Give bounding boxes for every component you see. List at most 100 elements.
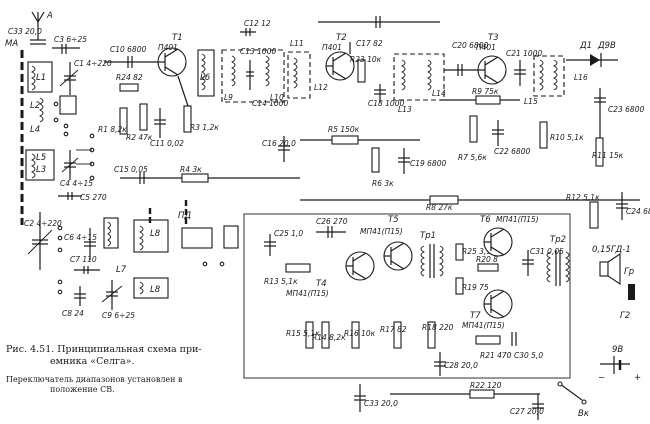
c26-label: C26 270 <box>316 217 348 226</box>
t7-type: МП41(П15) <box>462 321 505 330</box>
transistor-t1: T1 П401 <box>157 33 187 77</box>
resistor-r5: R5 150к <box>300 125 420 145</box>
l8b-label: L8 <box>150 285 161 295</box>
contacts-lower-left <box>57 225 63 295</box>
c16-label: C16 20,0 <box>262 139 296 148</box>
c22-label: C22 6800 <box>494 147 530 156</box>
antenna: А <box>31 11 53 40</box>
l6-label: L6 <box>200 73 211 83</box>
l9-label: L9 <box>224 93 233 102</box>
c2-label: C2 4÷220 <box>24 219 62 228</box>
transistor-t6: T6 МП41(П15) <box>480 215 539 257</box>
capacitor-c19: C19 6800 <box>398 148 446 174</box>
figure-caption: Рис. 4.51. Принципиальная схема при- емн… <box>6 344 202 394</box>
capacitor-c8: C8 24 <box>62 286 86 318</box>
resistors-r25-r20-r19: R25 3,9к R20 8 R19 75 <box>455 243 499 295</box>
diode-d1: Д1 Д9В <box>566 41 618 67</box>
resistors-r15-r14-r16: R15 5,1к R14 8,2к R16 10к <box>286 321 376 349</box>
capacitor-c25: C25 1,0 <box>264 229 303 256</box>
c21-label: C21 1000 <box>506 49 542 58</box>
capacitor-c28: C28 20,0 <box>434 352 478 376</box>
capacitor-c24: C24 6800 <box>616 192 650 220</box>
t6-type: МП41(П15) <box>496 215 539 224</box>
l7-label: L7 <box>116 265 127 275</box>
r13-label: R13 5,1к <box>264 277 298 286</box>
capacitor-c7: C7 110 <box>70 255 100 274</box>
resistor-r22: R22 120 <box>390 381 540 399</box>
c12-label: C12 12 <box>244 19 271 28</box>
resistor-r23: R23 10к <box>350 55 382 83</box>
battery-minus: − <box>598 373 605 383</box>
c10-label: C10 6800 <box>110 45 146 54</box>
resistor-r18: R18 220 <box>422 321 454 349</box>
c32-label: C33 20,0 <box>8 27 42 36</box>
resistor-r4: R4 3к <box>120 165 300 183</box>
t5-ref: T5 <box>388 215 399 225</box>
d1-ref: Д1 <box>579 41 592 51</box>
coil-l11-l12: L12 L11 <box>287 39 328 99</box>
r16-label: R16 10к <box>344 329 376 338</box>
battery-plus: + <box>634 373 641 383</box>
c3-label: C3 6÷25 <box>54 35 87 44</box>
transistor-t2: T2 П401 <box>322 33 355 81</box>
capacitor-c31: C31 0,05 <box>522 247 564 276</box>
t5-type: МП41(П15) <box>360 227 403 236</box>
capacitor-c3: C3 6÷25 <box>52 35 87 54</box>
r1-label: R1 8,2к <box>98 125 127 134</box>
r23-label: R23 10к <box>350 55 382 64</box>
r5-label: R5 150к <box>328 125 360 134</box>
r8-label: R8 27к <box>426 203 453 212</box>
capacitor-c17: C17 82 <box>349 39 383 54</box>
capacitor-c20: C20 6800 <box>444 41 488 76</box>
speaker-ref: Гр <box>624 267 634 277</box>
r19-label: R19 75 <box>462 283 489 292</box>
r4-label: R4 3к <box>180 165 202 174</box>
l3-label: L3 <box>36 165 46 175</box>
c7-label: C7 110 <box>70 255 97 264</box>
caption-line-1: Рис. 4.51. Принципиальная схема при- <box>6 344 202 355</box>
transistor-t7: T7 МП41(П15) <box>462 289 513 330</box>
capacitor-c33: C33 20,0 <box>354 384 398 412</box>
l1-label: L1 <box>36 73 46 83</box>
capacitor-c9: C9 6÷25 <box>101 280 135 320</box>
coil-l2-l4: L2 L4 <box>30 95 77 137</box>
c33-label: C33 20,0 <box>364 399 398 408</box>
transformer-tr2: Тр2 <box>546 235 570 286</box>
capacitor-c4: C4 4÷15 <box>60 150 93 188</box>
r12-label: R12 5,1к <box>566 193 600 202</box>
capacitor-c1: C1 4÷220 <box>59 59 112 95</box>
c25-label: C25 1,0 <box>274 229 303 238</box>
t7-ref: T7 <box>470 311 481 321</box>
capacitor-c26: C26 270 <box>316 217 348 238</box>
magnetic-antenna: МА <box>5 39 24 225</box>
t1-type: П401 <box>158 43 178 52</box>
power-switch-label: Вк <box>578 409 590 419</box>
t3-type: П401 <box>476 43 496 52</box>
coil-l15-l16: L15 L16 <box>524 55 588 106</box>
r24-label: R24 82 <box>116 73 143 82</box>
transistor-t4: T4 МП41(П15) <box>286 251 375 298</box>
r2-label: R2 47к <box>126 133 153 142</box>
coil-l3-l5: L3 L5 <box>25 149 55 181</box>
l12-label: L12 <box>314 83 328 92</box>
c20-label: C20 6800 <box>452 41 488 50</box>
capacitor-c15: C15 0,05 <box>114 165 148 184</box>
capacitor-c2: C2 4÷220 <box>24 212 62 270</box>
caption-line-2: емника «Селга». <box>50 356 135 367</box>
c1-label: C1 4÷220 <box>74 59 112 68</box>
t4-ref: T4 <box>316 279 327 289</box>
coil-l7: L7 <box>103 217 127 275</box>
c14-label: C14 1000 <box>252 99 288 108</box>
c13-label: C13 1000 <box>240 47 276 56</box>
r10-label: R10 5,1к <box>550 133 584 142</box>
transistor-t5: T5 МП41(П15) <box>360 215 413 271</box>
c28-label: C28 20,0 <box>444 361 478 370</box>
r22-label: R22 120 <box>470 381 502 390</box>
band-switch-label: ПД <box>178 211 191 221</box>
t1-ref: T1 <box>172 33 183 43</box>
resistor-r6: R6 3к <box>371 147 394 188</box>
transistor-t3: T3 П401 <box>476 33 507 85</box>
d1-type: Д9В <box>597 41 616 51</box>
